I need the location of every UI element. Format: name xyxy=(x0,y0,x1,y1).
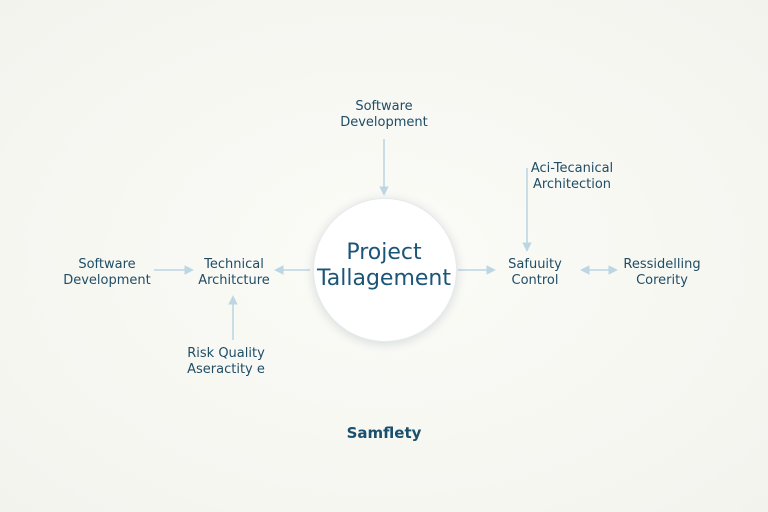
node-right-ressidelling: Ressidelling Corerity xyxy=(612,257,712,289)
node-inner-right-line1: Safuuity xyxy=(508,257,562,272)
node-top-right-architection: Aci-Tecanical Architection xyxy=(512,161,632,193)
center-node-line2: Tallagement xyxy=(316,266,452,291)
node-left-software-development: Software Development xyxy=(52,257,162,289)
node-left-line1: Software xyxy=(78,257,136,272)
node-top-line2: Development xyxy=(340,115,428,130)
center-node-line1: Project xyxy=(346,240,422,265)
node-bottom-left-risk-quality: Risk Quality Aseractity e xyxy=(176,346,276,378)
node-inner-right-safety-control: Safuuity Control xyxy=(490,257,580,289)
node-bottom-left-line2: Aseractity e xyxy=(187,362,265,377)
node-top-right-line1: Aci-Tecanical xyxy=(530,161,614,176)
node-left-line2: Development xyxy=(63,273,151,288)
node-right-line2: Corerity xyxy=(636,273,688,288)
center-node-circle xyxy=(313,198,457,342)
node-top-right-line2: Architection xyxy=(532,177,612,192)
node-inner-left-technical-architecture: Technical Architcture xyxy=(184,257,284,289)
node-top-software-development: Software Development xyxy=(334,99,434,131)
node-right-line1: Ressidelling xyxy=(623,257,701,272)
node-inner-left-line2: Architcture xyxy=(198,273,270,288)
center-node-label: Project Tallagement xyxy=(313,240,455,292)
footer-label: Samflety xyxy=(346,424,422,442)
node-top-line1: Software xyxy=(355,99,413,114)
node-bottom-left-line1: Risk Quality xyxy=(187,346,265,361)
node-inner-left-line1: Technical xyxy=(204,257,264,272)
node-inner-right-line2: Control xyxy=(511,273,559,288)
